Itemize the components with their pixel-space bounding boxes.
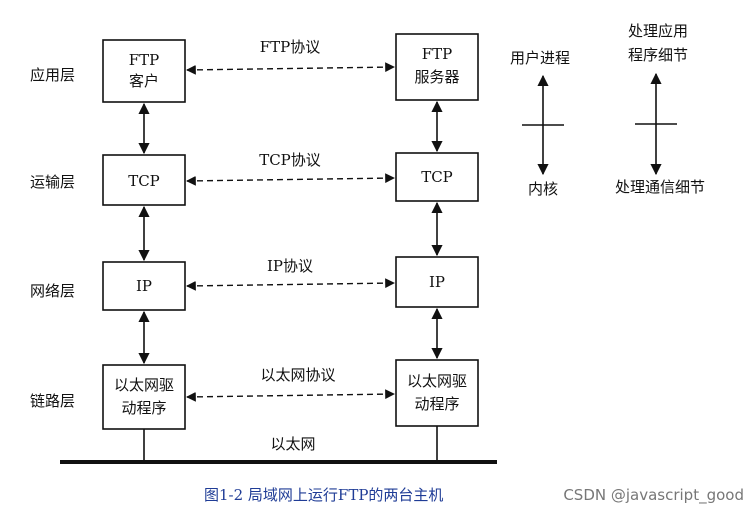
ethernet-protocol-label: 以太网协议 xyxy=(260,366,335,384)
right-driver-line1: 以太网驱 xyxy=(407,372,467,390)
ip-protocol-label: IP协议 xyxy=(267,257,313,275)
right-driver-line2: 动程序 xyxy=(414,395,459,413)
left-ip-label: IP xyxy=(136,277,152,295)
right-ip-box xyxy=(395,256,479,308)
tcp-protocol-label: TCP协议 xyxy=(259,151,321,169)
ethernet-bus-label: 以太网 xyxy=(270,435,315,453)
left-ftp-client-box xyxy=(102,39,186,103)
left-ftp-client-line2: 客户 xyxy=(129,72,159,90)
right-ip-label: IP xyxy=(429,273,445,291)
legend-kernel: 内核 xyxy=(528,180,558,198)
layer-label-application: 应用层 xyxy=(30,66,75,84)
watermark: CSDN @javascript_good xyxy=(563,486,744,505)
left-ip-box xyxy=(102,261,186,311)
legend-user-process: 用户进程 xyxy=(510,49,570,67)
right-ethernet-driver-box xyxy=(395,359,479,427)
ftp-protocol-arrow xyxy=(186,62,395,75)
right-ftp-server-line2: 服务器 xyxy=(414,68,459,86)
ethernet-protocol-arrow xyxy=(186,389,395,402)
ftp-protocol-label: FTP协议 xyxy=(260,38,321,56)
left-tcp-label: TCP xyxy=(128,172,160,190)
layer-label-link: 链路层 xyxy=(30,392,75,410)
right-tcp-label: TCP xyxy=(421,168,453,186)
left-driver-line2: 动程序 xyxy=(121,399,166,417)
ip-protocol-arrow xyxy=(186,278,395,291)
right-tcp-box xyxy=(395,152,479,202)
figure-caption: 图1-2 局域网上运行FTP的两台主机 xyxy=(204,486,443,504)
layer-label-network: 网络层 xyxy=(30,282,75,300)
left-ethernet-driver-box xyxy=(102,364,186,430)
legend-comm-details: 处理通信细节 xyxy=(615,178,705,196)
right-ftp-server-line1: FTP xyxy=(422,45,453,63)
legend-app-details-line2: 程序细节 xyxy=(628,46,688,64)
left-driver-line1: 以太网驱 xyxy=(114,376,174,394)
right-ftp-server-box xyxy=(395,33,479,101)
left-tcp-box xyxy=(102,154,186,206)
layer-label-transport: 运输层 xyxy=(30,173,75,191)
legend-app-details-line1: 处理应用 xyxy=(628,22,688,40)
left-ftp-client-line1: FTP xyxy=(129,51,160,69)
tcp-protocol-arrow xyxy=(186,173,395,186)
